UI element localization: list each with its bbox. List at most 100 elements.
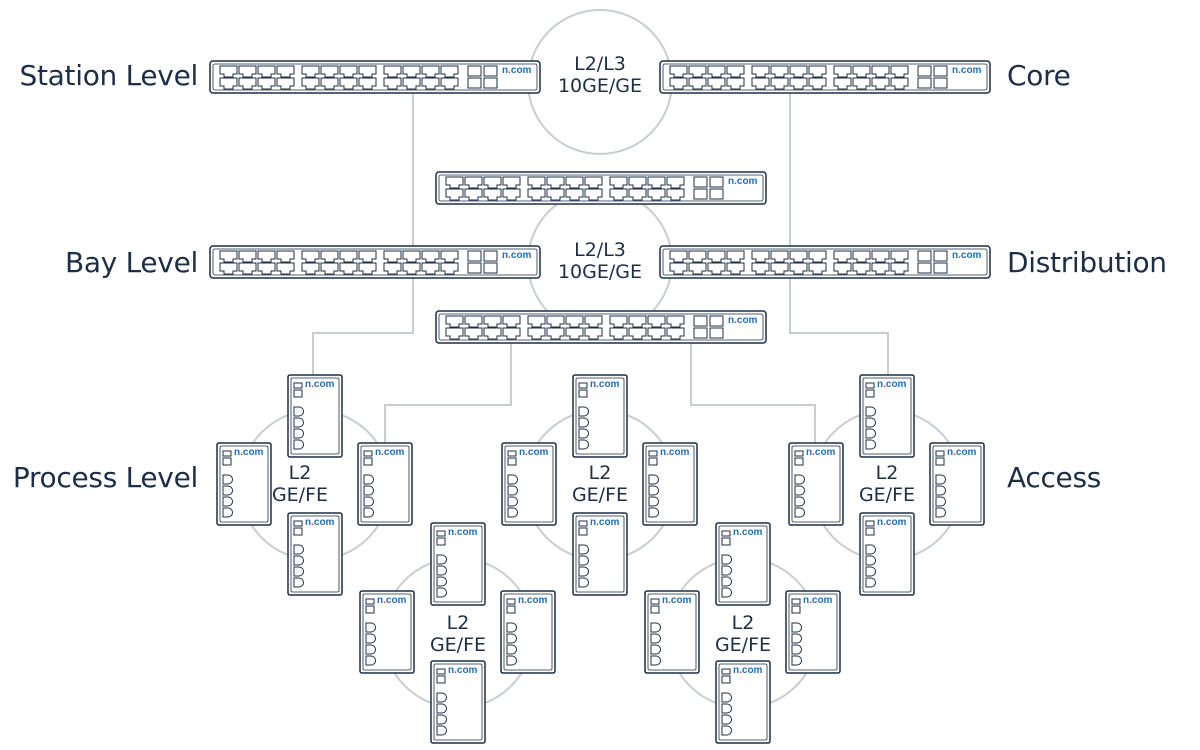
ring2-switch-top: n.com — [572, 374, 628, 458]
brand-logo: n.com — [448, 527, 478, 538]
rj45-port — [445, 315, 464, 328]
ethernet-port — [222, 507, 233, 518]
ethernet-port — [791, 633, 802, 644]
rj45-port — [301, 262, 320, 275]
ring5-switch-top: n.com — [715, 522, 771, 606]
rj45-port — [483, 315, 502, 328]
ethernet-port — [935, 507, 946, 518]
rj45-port — [789, 77, 808, 90]
brand-logo: n.com — [660, 447, 690, 458]
sfp-port — [467, 77, 482, 89]
ethernet-port — [721, 565, 732, 576]
rj45-port — [707, 65, 726, 78]
sfp-port — [483, 262, 498, 274]
ethernet-port — [791, 655, 802, 666]
rj45-port — [358, 77, 377, 90]
ethernet-port — [578, 439, 589, 450]
rj45-port — [502, 315, 521, 328]
sfp-port — [467, 250, 482, 262]
din-switch-faceplate — [647, 593, 697, 671]
rj45-port — [527, 327, 546, 340]
ring3-switch-right: n.com — [929, 442, 985, 526]
sfp-port — [721, 537, 731, 546]
rj45-port — [320, 77, 339, 90]
rj45-port — [527, 315, 546, 328]
rj45-port — [890, 77, 909, 90]
rj45-port — [301, 77, 320, 90]
rj45-port — [502, 176, 521, 189]
brand-logo: n.com — [662, 595, 692, 606]
brand-logo: n.com — [519, 447, 549, 458]
din-switch-faceplate — [791, 445, 841, 523]
ethernet-port — [363, 507, 374, 518]
status-led — [293, 382, 303, 389]
ethernet-port — [578, 428, 589, 439]
ethernet-port — [650, 644, 661, 655]
status-led — [794, 450, 804, 457]
ring-hub-label-5: L2 GE/FE — [698, 612, 788, 656]
rj45-port — [421, 77, 440, 90]
hub-speed: 10GE/GE — [557, 261, 643, 283]
brand-logo: n.com — [448, 665, 478, 676]
switch-faceplate — [438, 174, 764, 202]
rj45-port — [339, 250, 358, 263]
ring4-switch-bottom: n.com — [430, 660, 486, 744]
rj45-port — [527, 176, 546, 189]
ring5-switch-bottom: n.com — [715, 660, 771, 744]
rj45-port — [238, 262, 257, 275]
sfp-port — [578, 389, 588, 398]
rj45-port — [609, 176, 628, 189]
status-led — [865, 382, 875, 389]
ethernet-port — [794, 496, 805, 507]
ethernet-port — [222, 474, 233, 485]
rj45-port — [445, 176, 464, 189]
ethernet-port — [935, 496, 946, 507]
sfp-port — [933, 250, 948, 262]
din-switch-faceplate — [718, 663, 768, 741]
ring5-switch-right: n.com — [785, 590, 841, 674]
bay-switch-bottom: n.com — [435, 310, 767, 344]
rj45-port — [852, 250, 871, 263]
sfp-port — [693, 188, 708, 200]
bay-switch-right: n.com — [659, 245, 991, 279]
brand-logo: n.com — [377, 595, 407, 606]
bay-level-label: Bay Level — [64, 246, 198, 279]
ethernet-port — [865, 555, 876, 566]
status-led — [506, 598, 516, 605]
din-switch-faceplate — [645, 445, 695, 523]
status-led — [293, 520, 303, 527]
rj45-port — [770, 65, 789, 78]
din-switch-faceplate — [718, 525, 768, 603]
sfp-port — [436, 675, 446, 684]
din-switch-faceplate — [862, 377, 912, 455]
ethernet-port — [293, 417, 304, 428]
bay-switch-left: n.com — [209, 245, 541, 279]
brand-logo: n.com — [728, 176, 758, 187]
rj45-port — [383, 77, 402, 90]
rj45-port — [257, 65, 276, 78]
rj45-port — [852, 77, 871, 90]
rj45-port — [565, 315, 584, 328]
rj45-port — [628, 327, 647, 340]
din-switch-faceplate — [932, 445, 982, 523]
rj45-port — [628, 188, 647, 201]
switch-faceplate — [212, 63, 538, 91]
hub-protocol: L2 — [446, 612, 470, 634]
din-switch-faceplate — [290, 377, 340, 455]
ethernet-port — [365, 622, 376, 633]
ethernet-port — [794, 507, 805, 518]
ethernet-port — [648, 507, 659, 518]
rj45-port — [546, 176, 565, 189]
rj45-port — [276, 77, 295, 90]
ethernet-port — [365, 633, 376, 644]
brand-logo: n.com — [590, 517, 620, 528]
rj45-port — [669, 77, 688, 90]
rj45-port — [584, 315, 603, 328]
ring1-switch-bottom: n.com — [287, 512, 343, 596]
switch-faceplate — [212, 248, 538, 276]
status-led — [648, 450, 658, 457]
sfp-port — [648, 457, 658, 466]
ethernet-port — [363, 474, 374, 485]
status-led — [721, 530, 731, 537]
